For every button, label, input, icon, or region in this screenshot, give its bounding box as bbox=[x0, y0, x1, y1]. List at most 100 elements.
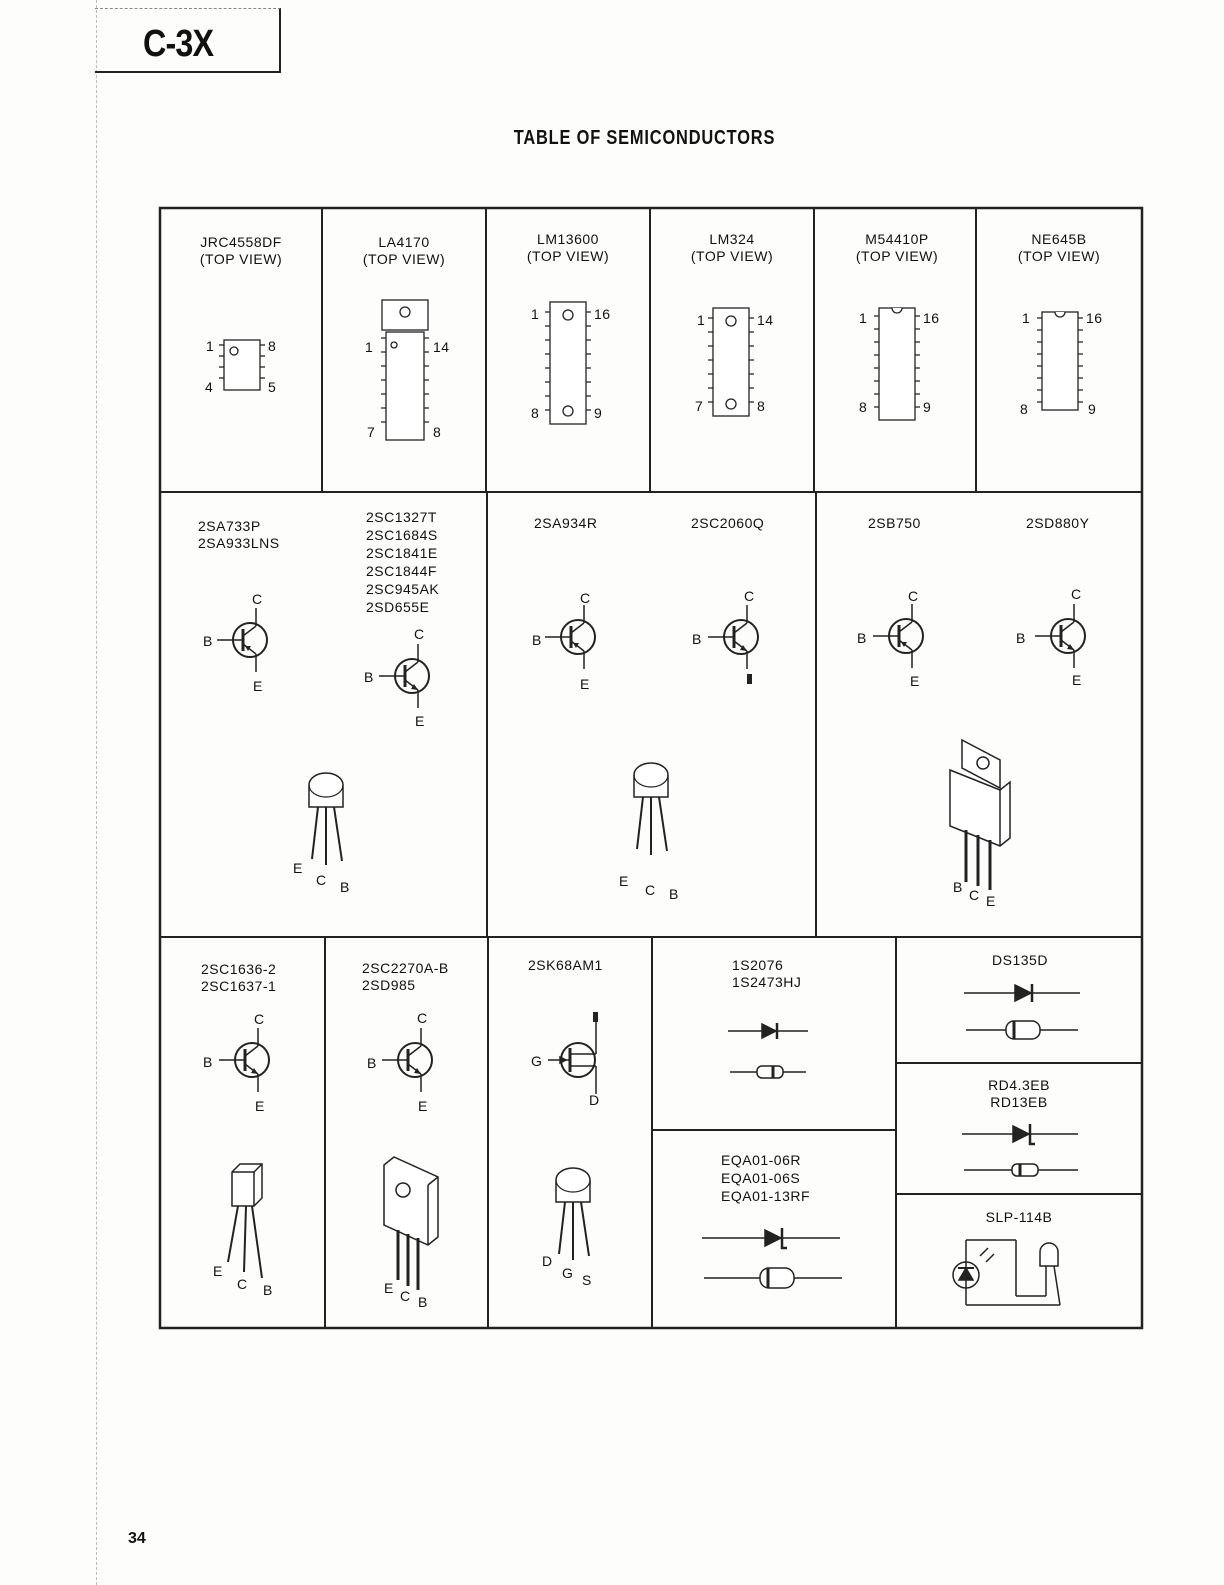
pin-e-label: E bbox=[255, 1098, 265, 1114]
pin-c-label: C bbox=[316, 872, 327, 888]
group-1s2076-label: 1S2076 1S2473HJ bbox=[732, 957, 802, 990]
pin-c-label: C bbox=[417, 1010, 428, 1026]
ic-lm13600-label: LM13600 (TOP VIEW) bbox=[526, 231, 610, 264]
ic-lm324-drawing bbox=[708, 307, 754, 417]
pin-c-label: C bbox=[744, 588, 755, 604]
group-2sa733p-label: 2SA733P 2SA933LNS bbox=[198, 518, 280, 551]
pin-number: 1 bbox=[531, 306, 540, 322]
model-label: C-3X bbox=[143, 23, 214, 65]
group-2sc1327t-label: 2SC1327T 2SC1684S 2SC1841E 2SC1844F 2SC9… bbox=[366, 509, 440, 615]
pin-b-label: B bbox=[203, 1054, 213, 1070]
pin-number: 16 bbox=[1086, 310, 1103, 326]
pin-number: 8 bbox=[757, 398, 766, 414]
group-2sc2270a-label: 2SC2270A-B 2SD985 bbox=[362, 960, 449, 993]
part-ds135d-label: DS135D bbox=[992, 952, 1048, 968]
pin-number: 7 bbox=[367, 424, 376, 440]
transistor-symbol-2sd880y bbox=[1033, 602, 1087, 670]
ic-lm324-label: LM324 (TOP VIEW) bbox=[690, 231, 774, 264]
transistor-symbol-2sc2270a bbox=[380, 1026, 434, 1094]
ic-jrc4558df-drawing bbox=[219, 339, 265, 391]
part-2sa934r-label: 2SA934R bbox=[534, 515, 598, 531]
ic-ne645b-drawing bbox=[1037, 311, 1083, 411]
pin-e-label: E bbox=[253, 678, 263, 694]
led-slp114b-drawing bbox=[952, 1239, 1061, 1306]
package-to92l bbox=[227, 1163, 263, 1279]
transistor-symbol-2sc1636 bbox=[217, 1026, 271, 1094]
pin-number: 7 bbox=[695, 398, 704, 414]
transistor-symbol-2sc2060q bbox=[706, 603, 760, 671]
pin-e-label: E bbox=[293, 860, 303, 876]
ic-m54410p-drawing bbox=[874, 307, 920, 421]
package-to92-a bbox=[308, 772, 344, 866]
page-title: TABLE OF SEMICONDUCTORS bbox=[513, 127, 776, 149]
pin-number: 1 bbox=[206, 338, 215, 354]
pin-number: 14 bbox=[433, 339, 450, 355]
pin-b-label: B bbox=[953, 879, 963, 895]
binding-margin bbox=[96, 0, 98, 1585]
pin-b-label: B bbox=[692, 631, 702, 647]
pin-e-label: E bbox=[213, 1263, 223, 1279]
model-tab: C-3X bbox=[95, 8, 281, 73]
pin-c-label: C bbox=[645, 882, 656, 898]
pin-c-label: C bbox=[414, 626, 425, 642]
diode-1s2076-drawing bbox=[728, 1022, 808, 1079]
transistor-symbol-2sb750 bbox=[871, 602, 925, 670]
pin-e-label: E bbox=[619, 873, 629, 889]
part-2sb750-label: 2SB750 bbox=[868, 515, 921, 531]
group-2sc1636-label: 2SC1636-2 2SC1637-1 bbox=[201, 961, 277, 994]
pin-g-label: G bbox=[531, 1053, 543, 1069]
pin-number: 9 bbox=[594, 405, 603, 421]
pin-number: 14 bbox=[757, 312, 774, 328]
package-to92-c bbox=[555, 1167, 591, 1261]
pin-s-label: S bbox=[582, 1272, 592, 1288]
ic-ne645b-label: NE645B (TOP VIEW) bbox=[1017, 231, 1101, 264]
pin-c-label: C bbox=[580, 590, 591, 606]
pin-number: 8 bbox=[859, 399, 868, 415]
pin-b-label: B bbox=[203, 633, 213, 649]
pin-b-label: B bbox=[263, 1282, 273, 1298]
pin-number: 4 bbox=[205, 379, 214, 395]
fet-symbol bbox=[548, 1022, 597, 1094]
pin-e-label: E bbox=[418, 1098, 428, 1114]
pin-b-label: B bbox=[532, 632, 542, 648]
page-number: 34 bbox=[128, 1530, 146, 1547]
pin-number: 16 bbox=[923, 310, 940, 326]
pin-d-label: D bbox=[589, 1092, 600, 1108]
ic-m54410p-label: M54410P (TOP VIEW) bbox=[855, 231, 939, 264]
pin-c-label: C bbox=[254, 1011, 265, 1027]
diode-ds135d-drawing bbox=[964, 983, 1080, 1040]
pin-c-label: C bbox=[400, 1288, 411, 1304]
pin-e-label: E bbox=[910, 673, 920, 689]
pin-number: 1 bbox=[1022, 310, 1031, 326]
group-rd43eb-label: RD4.3EB RD13EB bbox=[988, 1077, 1050, 1110]
pin-g-label: G bbox=[562, 1265, 574, 1281]
transistor-symbol-2sa934r bbox=[543, 603, 597, 671]
pin-c-label: C bbox=[237, 1276, 248, 1292]
pin-number: 1 bbox=[365, 339, 374, 355]
pin-b-label: B bbox=[857, 630, 867, 646]
part-2sk68am1-label: 2SK68AM1 bbox=[528, 957, 603, 973]
pin-number: 8 bbox=[531, 405, 540, 421]
pin-e-label: E bbox=[1072, 672, 1082, 688]
pin-number: 8 bbox=[1020, 401, 1029, 417]
pin-number: 9 bbox=[1088, 401, 1097, 417]
pin-c-label: C bbox=[969, 887, 980, 903]
pin-number: 1 bbox=[697, 312, 706, 328]
ic-la4170-label: LA4170 (TOP VIEW) bbox=[362, 234, 446, 267]
pin-e-label: E bbox=[415, 713, 425, 729]
transistor-symbol-2sc1327t bbox=[377, 642, 431, 710]
ic-la4170-drawing bbox=[381, 299, 429, 441]
package-to126 bbox=[383, 1156, 439, 1290]
pin-c-label: C bbox=[1071, 586, 1082, 602]
ic-lm13600-drawing bbox=[545, 301, 591, 425]
pin-number: 8 bbox=[433, 424, 442, 440]
part-slp114b-label: SLP-114B bbox=[985, 1209, 1053, 1225]
pin-e-label: E bbox=[986, 893, 996, 909]
pin-e-label: E bbox=[384, 1280, 394, 1296]
part-2sc2060q-label: 2SC2060Q bbox=[691, 515, 765, 531]
pin-e-label: E bbox=[580, 676, 590, 692]
pin-number: 8 bbox=[268, 338, 277, 354]
zener-rd43eb-drawing bbox=[962, 1124, 1078, 1177]
diode-eqa01-drawing bbox=[702, 1228, 842, 1289]
